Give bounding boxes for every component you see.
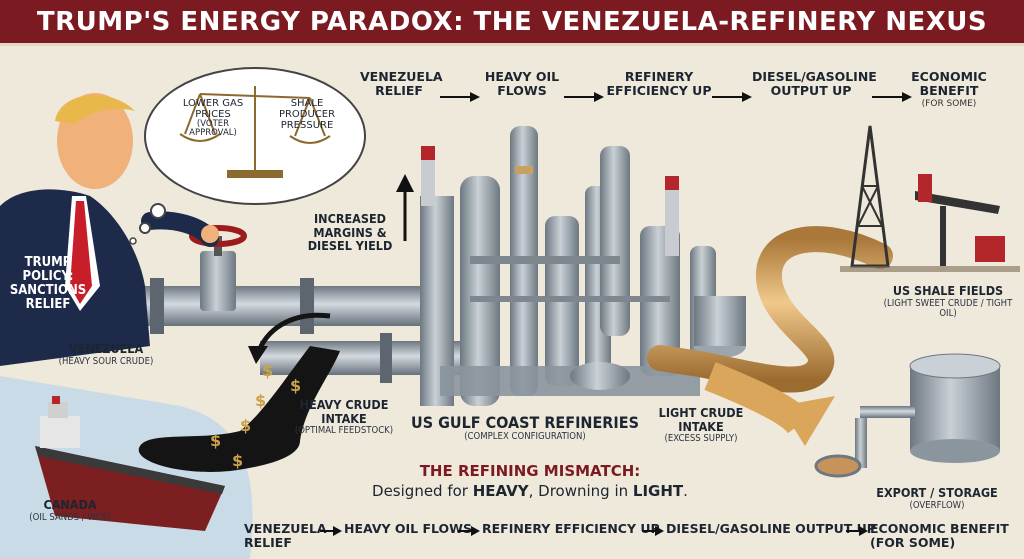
dollar-symbol: $	[255, 391, 266, 410]
pump-jack-icon	[915, 174, 1005, 266]
flow-arrow-icon	[642, 526, 664, 536]
valve-wheel-icon	[189, 225, 247, 247]
flow-step-economic-benefit-sub: (FOR SOME)	[921, 98, 977, 109]
flow-arrow-icon	[564, 92, 604, 102]
page-title: TRUMP'S ENERGY PARADOX: THE VENEZUELA-RE…	[36, 6, 988, 37]
refining-mismatch: THE REFINING MISMATCH: Designed for HEAV…	[360, 462, 700, 500]
scale-left-label: LOWER GAS PRICES (VOTER APPROVAL)	[182, 98, 244, 139]
mismatch-body: Designed for HEAVY, Drowning in LIGHT.	[372, 482, 688, 500]
bottom-flow-chain: VENEZUELA RELIEF HEAVY OIL FLOWS REFINER…	[244, 522, 1024, 558]
bottom-flow-heavy-oil-flows: HEAVY OIL FLOWS	[344, 521, 472, 536]
illustration: $ $ $ $ $ $	[0, 67, 1020, 559]
bottom-flow-diesel-gasoline-output-up: DIESEL/GASOLINE OUTPUT UP	[666, 521, 876, 536]
top-flow-chain: VENEZUELA RELIEF HEAVY OIL FLOWS REFINER…	[360, 70, 990, 176]
refineries-label: US GULF COAST REFINERIES (COMPLEX CONFIG…	[411, 413, 639, 443]
venezuela-label: VENEZUELA (HEAVY SOUR CRUDE)	[58, 341, 154, 367]
infographic-scene: $ $ $ $ $ $	[0, 46, 1024, 559]
mismatch-heading: THE REFINING MISMATCH:	[419, 462, 641, 480]
export-storage-label: EXPORT / STORAGE (OVERFLOW)	[876, 485, 998, 511]
flow-step-diesel-gasoline-output-up: DIESEL/GASOLINE OUTPUT UP	[752, 69, 877, 98]
flow-arrow-icon	[320, 526, 342, 536]
flow-arrow-icon	[458, 526, 480, 536]
bottom-flow-economic-benefit: ECONOMIC BENEFIT (FOR SOME)	[870, 521, 1009, 550]
bottom-flow-refinery-efficiency-up: REFINERY EFFICIENCY UP	[482, 521, 660, 536]
trump-figure	[0, 93, 219, 366]
canada-label: CANADA (OIL SANDS / WCS)	[29, 497, 111, 523]
light-crude-pipeline	[647, 226, 893, 393]
balance-scale-icon	[179, 86, 331, 178]
dollar-symbol: $	[232, 451, 243, 470]
refinery-complex	[420, 126, 746, 406]
dollar-symbol: $	[262, 361, 273, 380]
trump-policy-label: TRUMP POLICY: SANCTIONS RELIEF	[9, 255, 87, 313]
increased-margins-label: INCREASED MARGINS & DIESEL YIELD	[307, 211, 393, 253]
bottom-flow-venezuela-relief: VENEZUELA RELIEF	[244, 521, 327, 550]
flow-step-venezuela-relief: VENEZUELA RELIEF	[360, 69, 443, 98]
flow-step-economic-benefit: ECONOMIC BENEFIT (FOR SOME)	[908, 70, 990, 109]
shale-fields-label: US SHALE FIELDS (LIGHT SWEET CRUDE / TIG…	[883, 283, 1013, 319]
light-crude-intake-label: LIGHT CRUDE INTAKE (EXCESS SUPPLY)	[658, 405, 744, 444]
flow-step-heavy-oil-flows: HEAVY OIL FLOWS	[484, 69, 560, 98]
tanker-ship-icon	[35, 396, 225, 531]
dollar-symbol: $	[210, 431, 221, 450]
oil-spill	[138, 346, 340, 472]
dollar-symbols: $ $ $ $ $ $	[210, 361, 301, 470]
flow-arrow-icon	[712, 92, 752, 102]
title-banner: TRUMP'S ENERGY PARADOX: THE VENEZUELA-RE…	[0, 0, 1024, 46]
heavy-crude-intake-label: HEAVY CRUDE INTAKE (OPTIMAL FEEDSTOCK)	[294, 397, 394, 436]
dollar-symbol: $	[290, 376, 301, 395]
flow-arrow-icon	[846, 526, 868, 536]
dollar-symbol: $	[240, 416, 251, 435]
flow-arrow-icon	[872, 92, 912, 102]
scale-right-label: SHALE PRODUCER PRESSURE	[278, 98, 336, 131]
storage-tank-icon	[814, 353, 1001, 478]
flow-arrow-icon	[440, 92, 480, 102]
valve-body	[200, 251, 236, 311]
flow-step-refinery-efficiency-up: REFINERY EFFICIENCY UP	[606, 69, 712, 98]
